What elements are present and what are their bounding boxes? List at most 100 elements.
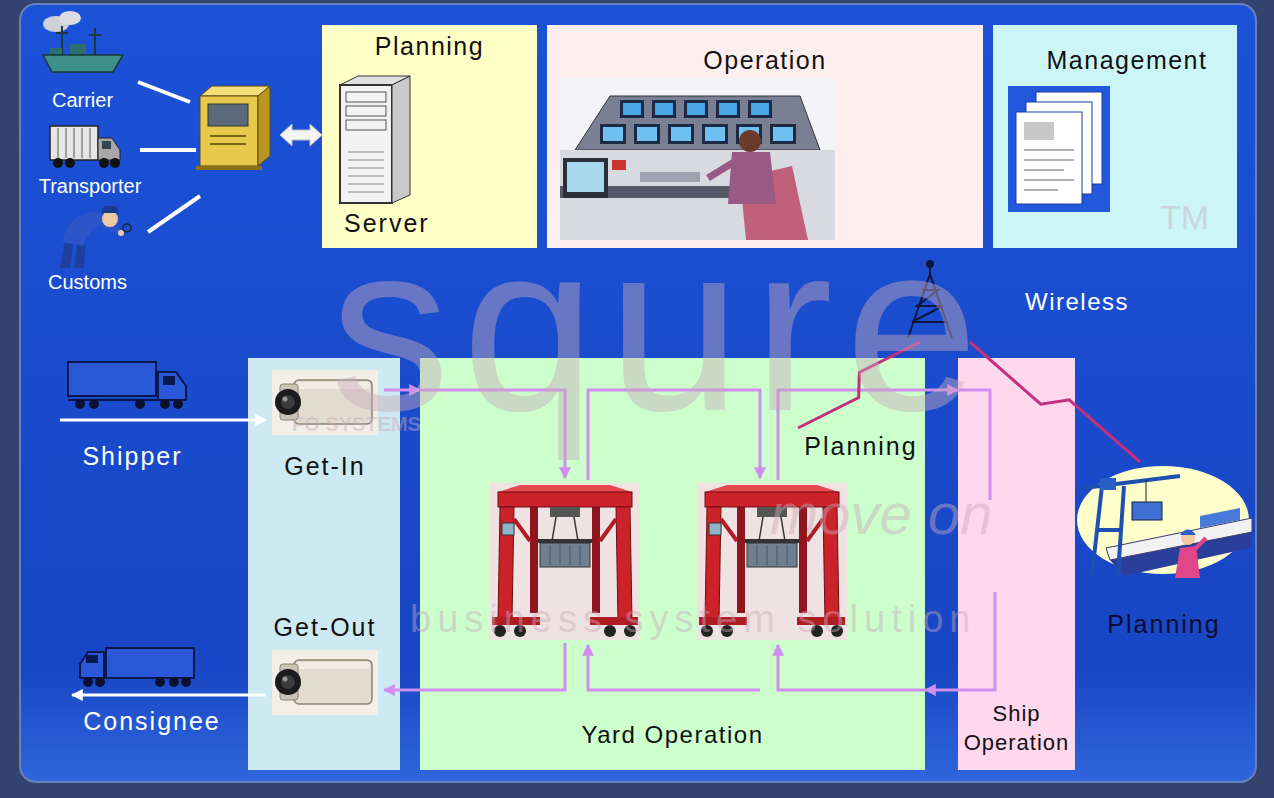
node-label: Ship Operation (961, 699, 1072, 758)
watermark-trademark: TM (1160, 200, 1209, 234)
yard-flow-line (420, 390, 995, 690)
control-room-photo (770, 124, 796, 144)
document-stack (1024, 179, 1074, 181)
shipper-truck (173, 399, 183, 409)
gate-camera (272, 370, 378, 435)
antenna-tower (922, 289, 938, 291)
truck-icon (53, 158, 63, 168)
ship-icon (94, 28, 96, 56)
control-room-photo (637, 127, 657, 141)
ship-loading-scene (1077, 466, 1249, 574)
control-room-photo (739, 130, 761, 152)
control-room-photo (716, 100, 740, 118)
shipper-truck (163, 376, 175, 385)
node-label: Consignee (83, 706, 221, 736)
yard-flow-arrow (925, 389, 958, 392)
control-room-photo (668, 124, 694, 144)
gateway-machine (208, 104, 248, 126)
control-room-photo (560, 186, 760, 198)
node-label: Operation (703, 45, 826, 75)
antenna-tower (912, 321, 948, 323)
antenna-tower (912, 290, 943, 322)
watermark-slogan: move on (770, 485, 992, 543)
yard-flow-line (958, 390, 990, 500)
yard-planning-label: Planning (798, 428, 924, 464)
yard-flow-line (420, 390, 565, 478)
watermark-logo: squre (330, 207, 990, 447)
customs-officer-icon (118, 230, 124, 236)
gantry-crane (490, 483, 640, 640)
customs-officer-icon (60, 206, 131, 268)
antenna-tower (917, 305, 943, 307)
node-label: Carrier (52, 88, 113, 112)
antenna-tower (929, 264, 931, 274)
server-tower (348, 168, 384, 169)
node-label: Shipper (82, 441, 182, 471)
ship-loading-scene (1106, 518, 1252, 560)
watermark-logo: squre (330, 207, 990, 447)
feed-lines (148, 196, 200, 232)
watermark-text: business system solution (410, 600, 976, 638)
ship-loading-scene (1146, 480, 1147, 502)
gateway-machine (258, 86, 270, 166)
shipper-truck (68, 399, 186, 401)
node-label: Get-Out (274, 612, 377, 642)
control-room-photo (634, 124, 660, 144)
control-room-photo (612, 160, 626, 170)
node-label: Planning (1107, 609, 1220, 639)
feed-lines (140, 148, 196, 152)
gateway-machine (200, 96, 258, 166)
control-room-photo (740, 166, 808, 240)
gateway-machine (200, 86, 270, 96)
ship-icon (43, 55, 123, 72)
gantry-crane (697, 483, 847, 640)
consignee-truck (181, 677, 191, 687)
watermark-slogan: move on (770, 485, 992, 543)
gateway-machine (196, 86, 270, 170)
truck-icon (66, 128, 67, 158)
yard-flow-line (588, 390, 760, 480)
customs-officer-icon (100, 222, 119, 232)
ship-icon (43, 11, 123, 72)
truck-flow-arrow (72, 694, 266, 697)
node-label: Planning (804, 431, 917, 461)
consignee-truck (80, 648, 194, 687)
shipper-node: Shipper (60, 355, 205, 475)
customs-officer-icon (60, 236, 74, 268)
control-room-photo (671, 127, 691, 141)
control-room-photo (567, 162, 604, 192)
truck-icon (110, 158, 120, 168)
consignee-truck (83, 677, 93, 687)
yard-flow-arrow (925, 689, 958, 692)
control-room-photo (719, 103, 737, 115)
control-room-photo (560, 78, 835, 240)
ship-icon (59, 11, 81, 25)
yard-flow-line (588, 645, 760, 690)
truck-icon (74, 128, 75, 158)
control-room-photo (603, 127, 623, 141)
control-room-photo (600, 124, 626, 144)
consignee-truck (155, 677, 165, 687)
control-room-photo (739, 127, 759, 141)
document-stack (1036, 92, 1102, 184)
document-stack (1024, 122, 1054, 140)
carrier-node: Carrier (35, 8, 130, 114)
customs-node: Customs (35, 200, 140, 296)
control-room-photo (560, 150, 835, 240)
control-room-photo (748, 100, 772, 118)
yard-flow-arrow (384, 389, 420, 392)
watermark-text: FO SYSTEMS (292, 414, 421, 434)
watermark-text: business system solution (410, 600, 976, 638)
server-tower (348, 152, 384, 153)
blue-panel (20, 4, 1256, 782)
shipper-truck (135, 399, 145, 409)
server-tower (346, 92, 386, 102)
truck-icon (65, 158, 75, 168)
shipper-truck (158, 372, 186, 400)
ship-loading-scene (1077, 466, 1252, 578)
ship-loading-scene (1181, 531, 1195, 545)
consignee-truck (169, 677, 179, 687)
control-room-photo (623, 103, 641, 115)
ship-icon (61, 26, 63, 56)
truck-flow-arrow (60, 419, 266, 422)
